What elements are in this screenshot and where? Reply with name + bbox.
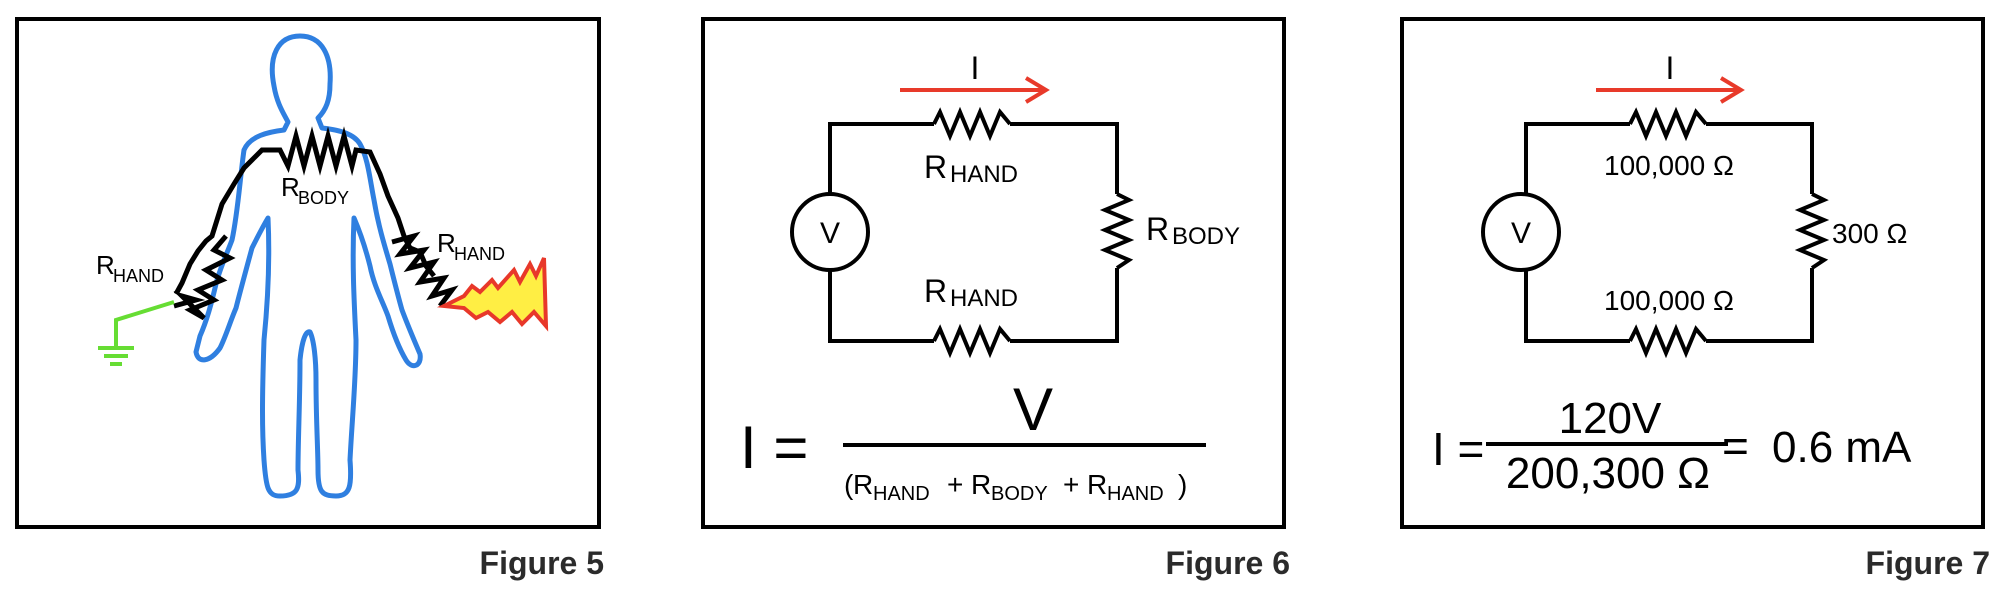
resistor-top (1628, 106, 1708, 142)
svg-text:BODY: BODY (1172, 223, 1240, 250)
svg-text:R: R (1146, 211, 1169, 247)
formula-6: I = V ( R HAND + R BODY + R HAND ) (740, 376, 1206, 505)
r-right-value: 300 Ω (1832, 218, 1907, 249)
figure-6-frame (701, 17, 1286, 529)
body-resistor-wire (173, 126, 436, 296)
figure-7-frame (1400, 17, 1985, 529)
current-label: I (971, 50, 980, 86)
label-r-body: R BODY (281, 172, 349, 208)
formula-numerator: 120V (1559, 394, 1662, 443)
resistor-top (932, 106, 1012, 142)
voltage-source (1481, 192, 1561, 272)
ground-wire (114, 300, 175, 346)
figure-6-caption: Figure 6 (1166, 545, 1290, 581)
label-r-hand-left: R HAND (96, 250, 164, 286)
svg-text:R: R (924, 273, 947, 309)
formula-denominator: ( R HAND + R BODY + R HAND ) (844, 469, 1187, 505)
svg-text:BODY: BODY (991, 483, 1048, 505)
right-hand-resistor (391, 231, 459, 308)
svg-text:HAND: HAND (113, 266, 164, 286)
svg-text:+: + (947, 469, 963, 500)
figure-5-frame (15, 17, 601, 529)
svg-text:): ) (1178, 469, 1187, 500)
resistor-bottom (1628, 323, 1708, 359)
source-label: V (820, 217, 840, 250)
r-bottom-value: 100,000 Ω (1604, 285, 1734, 316)
label-r-hand-right: R HAND (437, 228, 505, 264)
formula-denominator: 200,300 Ω (1506, 449, 1710, 498)
resistor-bottom (932, 323, 1012, 359)
circuit-wires (1524, 122, 1814, 343)
formula-lhs: I = (1432, 423, 1484, 475)
voltage-source (790, 192, 870, 272)
svg-text:HAND: HAND (1107, 483, 1164, 505)
current-arrow (1596, 76, 1745, 104)
formula-equals: = (1722, 420, 1749, 472)
svg-text:HAND: HAND (454, 244, 505, 264)
formula-7: I = 120V 200,300 Ω = 0.6 mA (1432, 394, 1912, 498)
label-r-hand-top: R HAND (924, 149, 1018, 188)
svg-text:R: R (853, 469, 873, 500)
svg-text:(: ( (844, 469, 854, 500)
svg-text:R: R (924, 149, 947, 185)
svg-text:+: + (1063, 469, 1079, 500)
label-r-hand-bottom: R HAND (924, 273, 1018, 312)
current-label: I (1666, 50, 1675, 86)
svg-text:HAND: HAND (950, 161, 1018, 188)
formula-lhs: I = (740, 414, 808, 481)
figure-6: I V R HAND R BODY R HAND I = (701, 17, 1290, 581)
svg-text:R: R (971, 469, 991, 500)
left-hand-resistor (173, 234, 236, 321)
formula-numerator: V (1013, 376, 1053, 443)
figure-7: I V 100,000 Ω 300 Ω 100,000 Ω I = 120V 2… (1400, 17, 1990, 581)
svg-text:BODY: BODY (298, 188, 349, 208)
svg-text:HAND: HAND (873, 483, 930, 505)
svg-text:R: R (1087, 469, 1107, 500)
svg-text:R: R (96, 250, 115, 280)
resistor-right (1794, 192, 1830, 270)
svg-text:R: R (281, 172, 300, 202)
label-r-body: R BODY (1146, 211, 1240, 250)
resistor-right (1099, 192, 1135, 270)
current-arrow (900, 76, 1050, 104)
r-top-value: 100,000 Ω (1604, 150, 1734, 181)
svg-text:R: R (437, 228, 456, 258)
ground-icon (98, 346, 134, 366)
figure-5: R HAND R BODY R HAND Figure 5 (15, 17, 604, 581)
figure-5-caption: Figure 5 (480, 545, 604, 581)
formula-result: 0.6 mA (1772, 423, 1912, 472)
figure-7-caption: Figure 7 (1866, 545, 1990, 581)
svg-text:HAND: HAND (950, 285, 1018, 312)
circuit-wires (828, 122, 1119, 343)
human-body-outline (193, 33, 423, 499)
source-label: V (1511, 217, 1531, 250)
spark-icon (436, 257, 549, 332)
